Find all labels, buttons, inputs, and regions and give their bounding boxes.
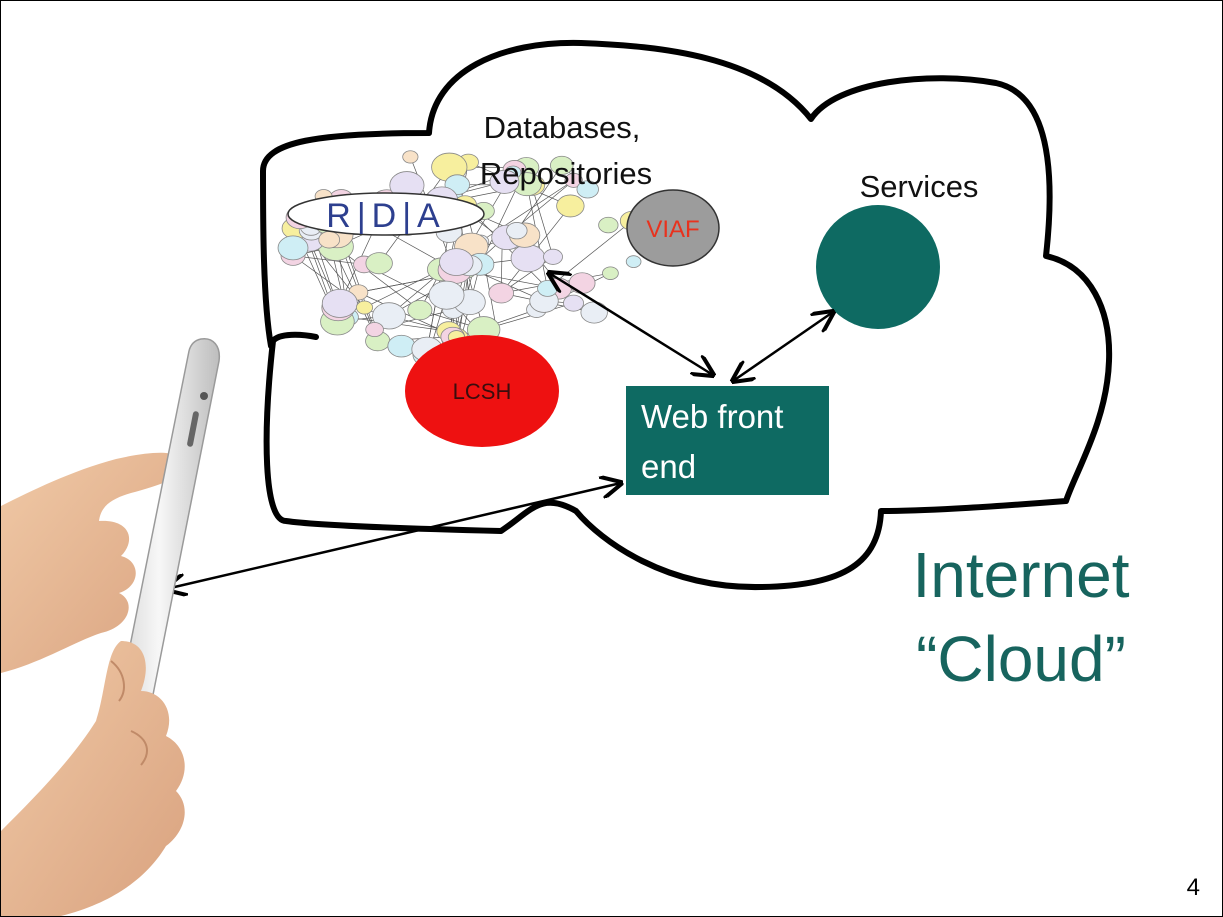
network-edge (531, 184, 554, 257)
network-node (625, 255, 642, 268)
hand-icon (1, 641, 185, 916)
arrow-web-services (733, 312, 833, 381)
network-node (568, 272, 596, 294)
network-node (563, 294, 584, 312)
hand-icon (1, 452, 184, 673)
network-node (372, 302, 406, 330)
network-node (489, 169, 520, 194)
network-node (402, 150, 419, 164)
network-edge (335, 246, 421, 311)
services-node (816, 205, 940, 329)
network-node (428, 280, 465, 310)
lcsh-label: LCSH (453, 379, 512, 404)
databases-label-line1: Databases, (484, 110, 641, 145)
web-front-end-label-line2: end (641, 448, 696, 485)
network-node (602, 266, 619, 280)
network-node (387, 334, 416, 358)
viaf-label: VIAF (646, 216, 699, 243)
network-node (365, 322, 384, 338)
network-node (576, 180, 599, 199)
network-node (277, 235, 309, 261)
tablet-device-illustration (1, 338, 221, 916)
lcsh-node: LCSH (405, 335, 559, 447)
network-node (537, 280, 558, 297)
network-node (549, 155, 574, 175)
page-number: 4 (1186, 874, 1200, 901)
network-node (580, 301, 608, 324)
network-node (510, 244, 546, 273)
network-node (506, 222, 528, 240)
web-front-end-label-line1: Web front (641, 398, 783, 435)
network-node (321, 288, 358, 318)
web-front-end-box: Web front end (626, 386, 829, 495)
arrow-tablet-web (166, 483, 621, 589)
network-node (543, 248, 563, 265)
arrow-network-web (549, 273, 713, 375)
cloud-title-line1: Internet (912, 539, 1129, 611)
network-node (488, 282, 514, 304)
rda-logo: R|D|A (287, 192, 485, 236)
network-node (564, 172, 583, 188)
network-node (556, 194, 585, 218)
network-node (598, 216, 619, 234)
network-node (365, 252, 393, 275)
databases-label-line2: Repositories (480, 156, 652, 191)
network-node (439, 248, 474, 276)
network-node (407, 299, 433, 321)
network-node (355, 300, 374, 315)
rda-label: R|D|A (326, 197, 445, 235)
cloud-title-line2: “Cloud” (916, 623, 1126, 695)
viaf-node: VIAF (626, 189, 720, 267)
network-edge (516, 165, 563, 231)
services-label: Services (860, 169, 979, 204)
